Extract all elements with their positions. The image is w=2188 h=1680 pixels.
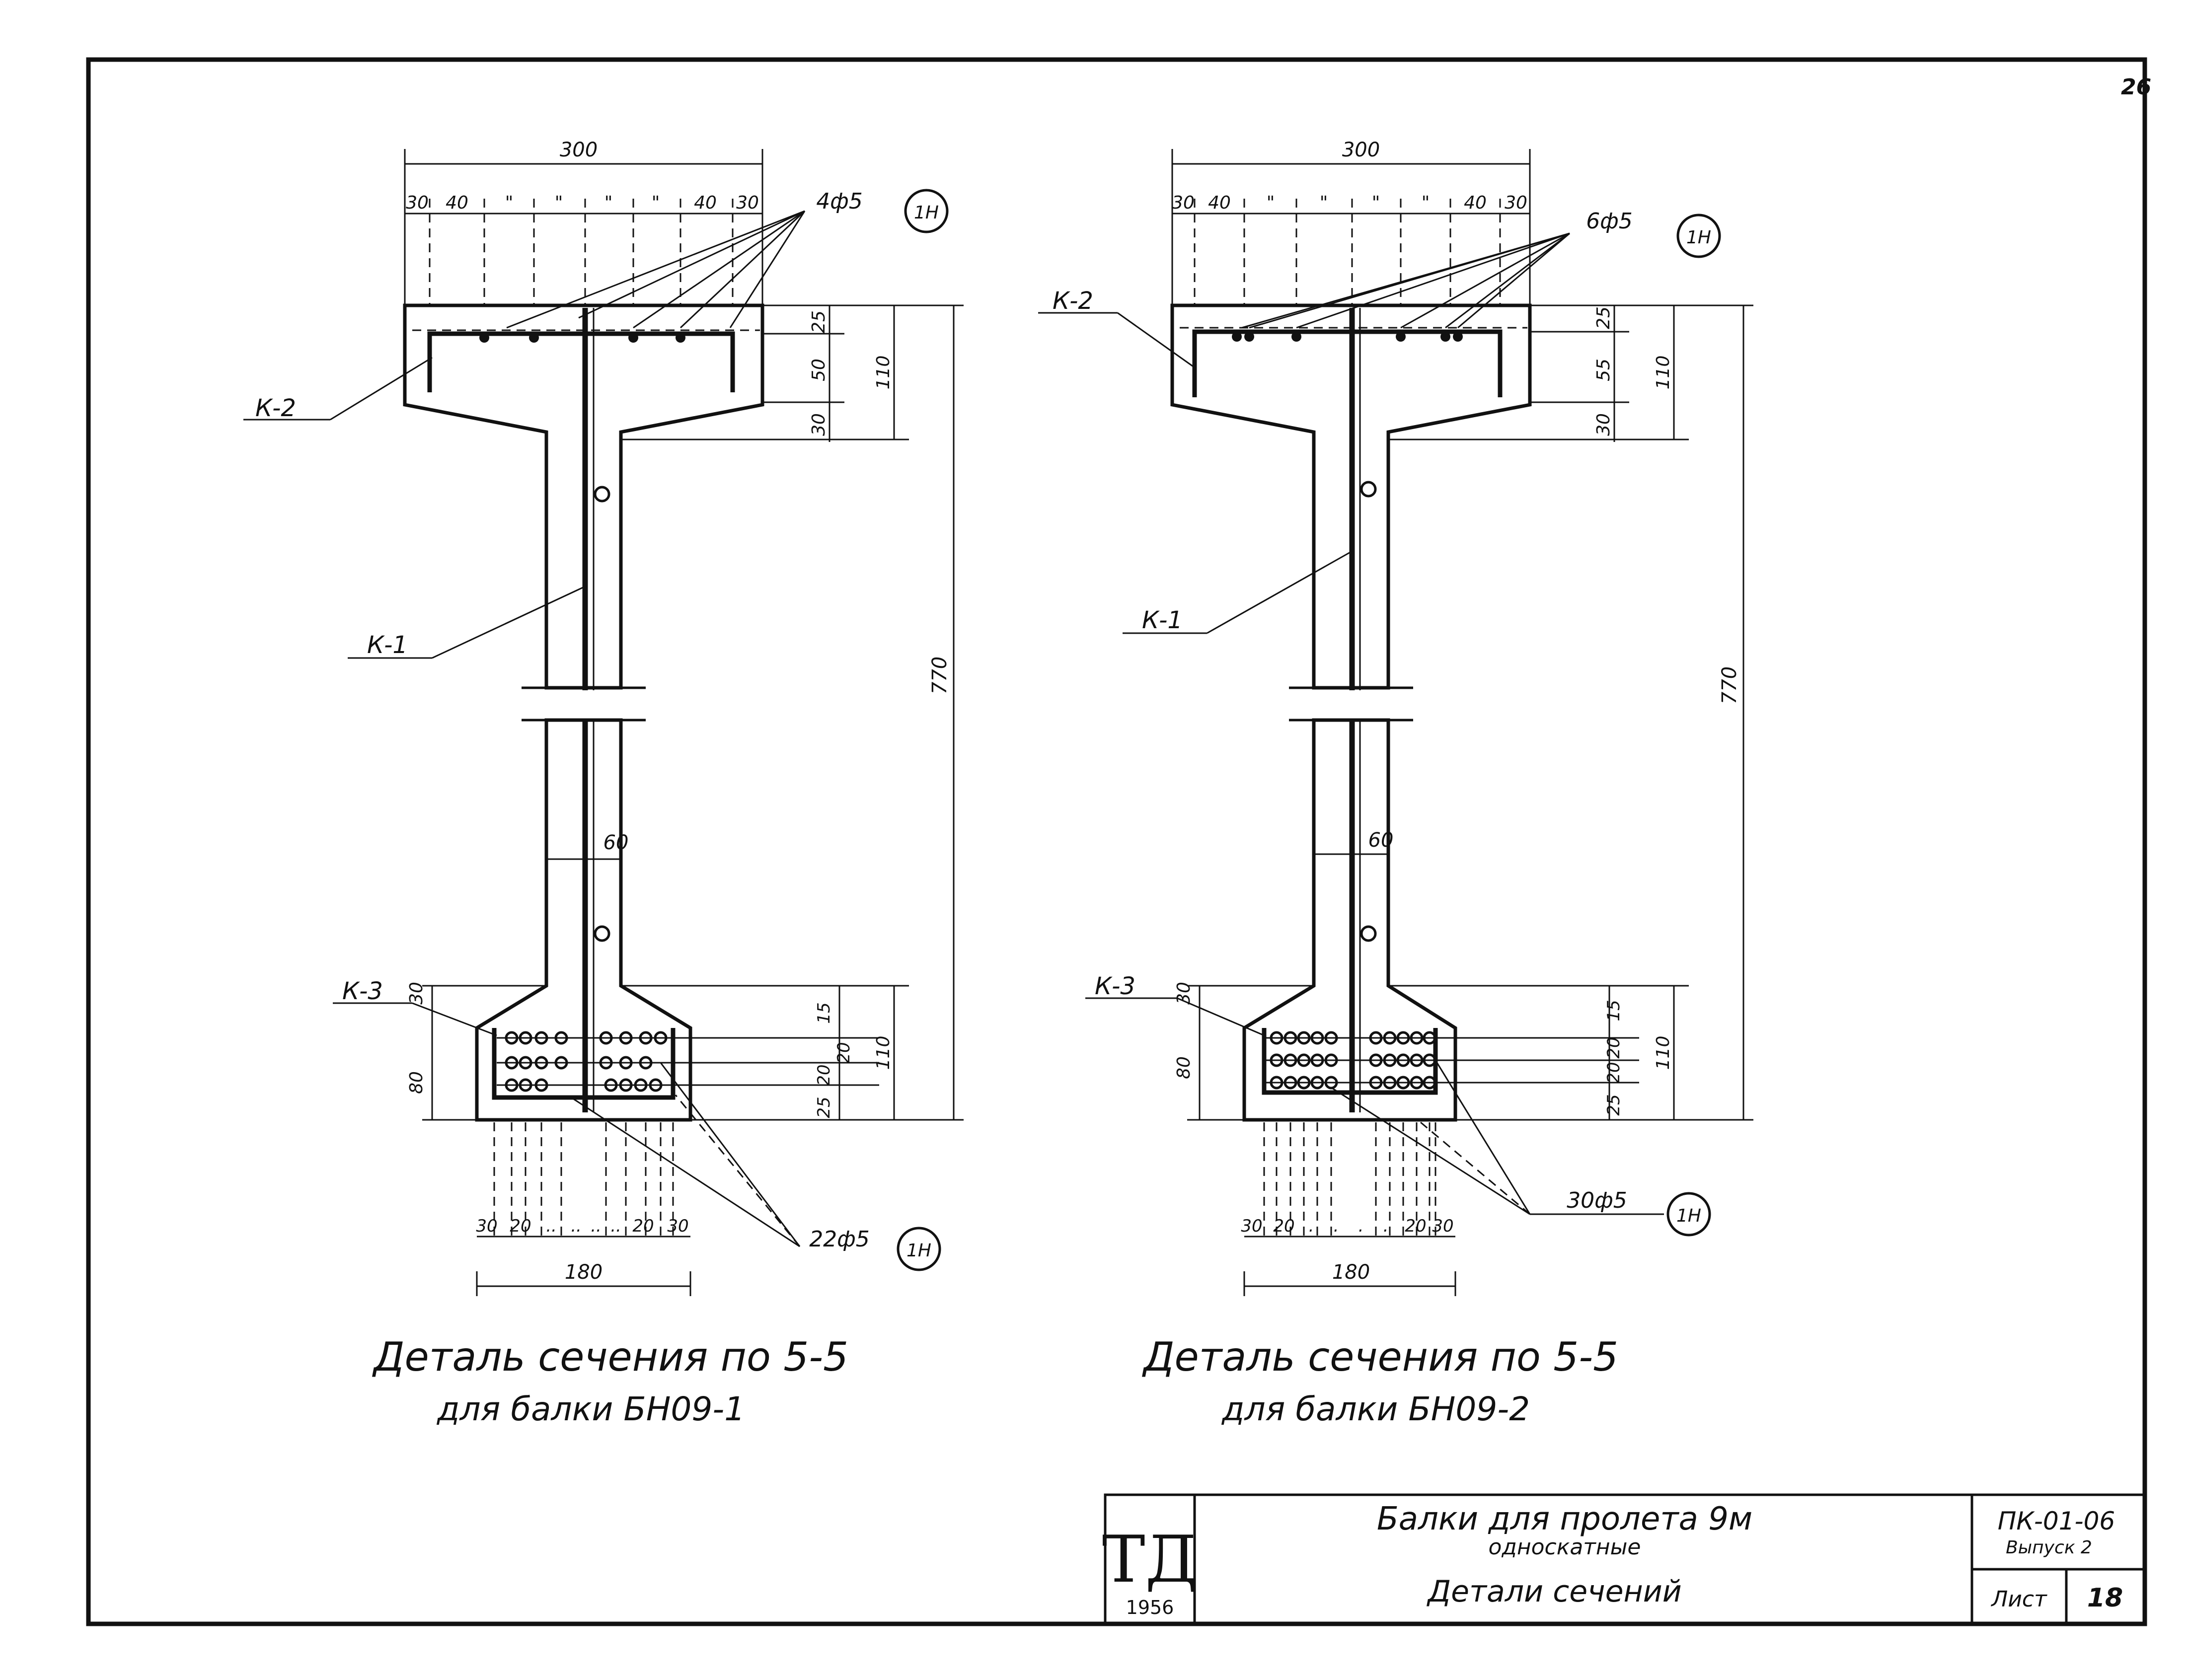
left-top-spacing-2: " xyxy=(505,193,514,213)
right-dim-30-top: 30 xyxy=(1593,413,1614,436)
right-dim-bottom-25: 25 xyxy=(1604,1094,1624,1115)
title-block-title-line1: Балки для пролета 9м xyxy=(1377,1501,1752,1537)
left-bottom-bars-callout: 22ф5 xyxy=(809,1227,870,1252)
right-bottom-spacing-0: 30 xyxy=(1241,1216,1262,1236)
right-bottom-bars-callout: 30ф5 xyxy=(1567,1188,1627,1213)
left-dim-50: 50 xyxy=(809,359,829,381)
right-bottom-spacing-2: . xyxy=(1309,1216,1314,1236)
right-overall-width: 300 xyxy=(1342,139,1380,161)
right-label-k1: К-1 xyxy=(1142,606,1183,634)
sheet-number: 26 xyxy=(2121,74,2151,100)
right-dim-55: 55 xyxy=(1593,359,1614,381)
right-detail-title-line1: Деталь сечения по 5-5 xyxy=(1142,1334,1618,1380)
title-block: ТД 1956 Балки для пролета 9м односкатные… xyxy=(1102,1493,2146,1625)
left-web-width: 60 xyxy=(604,831,629,854)
left-dim-bottom-20a: 20 xyxy=(834,1042,854,1063)
right-detail-title-line2: для балки БН09-2 xyxy=(1221,1390,1530,1428)
left-bottom-spacing-2: .. xyxy=(546,1216,557,1236)
right-top-spacing-4: " xyxy=(1372,193,1380,213)
left-overall-width: 300 xyxy=(560,139,598,161)
right-bottom-flange-height: 110 xyxy=(1653,1036,1673,1070)
right-bottom-spacing-1: 20 xyxy=(1273,1216,1294,1236)
right-top-spacing-5: " xyxy=(1422,193,1430,213)
title-block-logo: ТД xyxy=(1102,1522,1198,1597)
right-top-spacing-2: " xyxy=(1267,193,1275,213)
right-top-spacing-0: 30 xyxy=(1172,193,1195,213)
right-label-k2: К-2 xyxy=(1053,287,1093,315)
left-detail-title-line1: Деталь сечения по 5-5 xyxy=(372,1334,848,1380)
left-top-flange-height: 110 xyxy=(873,356,894,390)
right-bottom-spacing-7: 30 xyxy=(1432,1216,1453,1236)
left-bottom-bars-ref: 1Н xyxy=(906,1241,931,1261)
left-top-spacing-0: 30 xyxy=(406,193,429,213)
right-top-bars-ref: 1Н xyxy=(1686,227,1711,248)
title-block-title-line3: Детали сечений xyxy=(1426,1574,1681,1609)
right-dim-bottom-20b: 20 xyxy=(1604,1062,1624,1083)
left-detail-title-line2: для балки БН09-1 xyxy=(437,1390,745,1428)
right-web-width: 60 xyxy=(1368,829,1394,852)
left-top-spacing-4: " xyxy=(604,193,613,213)
right-bottom-spacing-3: . xyxy=(1334,1216,1339,1236)
left-bottom-width: 180 xyxy=(565,1261,603,1284)
left-top-bars-ref: 1Н xyxy=(914,203,939,223)
left-label-k3: К-3 xyxy=(342,977,383,1005)
right-bottom-bars-ref-circle xyxy=(1666,1192,1711,1237)
right-bottom-bars-ref: 1Н xyxy=(1676,1206,1701,1226)
title-block-sheet-value: 18 xyxy=(2087,1583,2123,1613)
right-top-flange-height: 110 xyxy=(1653,356,1673,390)
left-bottom-spacing-0: 30 xyxy=(476,1216,497,1236)
right-dim-bottom-80: 80 xyxy=(1174,1056,1194,1079)
right-section-detail: 300 30 40 " " " " 40 30 6ф5 1Н xyxy=(1038,139,1753,1428)
right-top-bars-callout: 6ф5 xyxy=(1586,209,1633,234)
left-bottom-spacing-5: .. xyxy=(610,1216,621,1236)
left-label-k2: К-2 xyxy=(255,394,296,422)
title-block-series: ПК-01-06 xyxy=(1998,1507,2115,1535)
left-bottom-spacing-7: 30 xyxy=(667,1216,688,1236)
left-bottom-flange-height: 110 xyxy=(873,1036,894,1070)
left-bottom-spacing-6: 20 xyxy=(632,1216,654,1236)
right-top-spacing-7: 30 xyxy=(1505,193,1527,213)
right-bottom-spacing-6: 20 xyxy=(1405,1216,1426,1236)
left-dim-25: 25 xyxy=(809,310,829,333)
right-bottom-spacing-4: . xyxy=(1358,1216,1364,1236)
left-dim-bottom-30: 30 xyxy=(406,982,427,1005)
right-total-height: 770 xyxy=(1718,666,1741,704)
right-dim-25: 25 xyxy=(1593,306,1614,329)
left-total-height: 770 xyxy=(928,657,951,694)
left-top-bars-ref-circle xyxy=(904,189,949,233)
right-bottom-spacing-5: . xyxy=(1383,1216,1389,1236)
title-block-title-line2: односкатные xyxy=(1489,1534,1641,1560)
right-label-k3: К-3 xyxy=(1095,972,1135,1000)
left-top-spacing-7: 30 xyxy=(736,193,759,213)
left-dim-bottom-20b: 20 xyxy=(814,1064,834,1086)
title-block-year: 1956 xyxy=(1126,1597,1174,1618)
title-block-sheet-label: Лист xyxy=(1990,1587,2047,1612)
right-dim-bottom-15: 15 xyxy=(1604,1000,1624,1021)
left-bottom-spacing-3: .. xyxy=(571,1216,582,1236)
title-block-issue: Выпуск 2 xyxy=(2006,1537,2092,1558)
left-section-detail: 300 30 40 " " " " 40 30 4ф5 1Н xyxy=(243,139,964,1428)
left-dim-bottom-80: 80 xyxy=(406,1071,427,1094)
right-top-bars-ref-circle xyxy=(1676,214,1721,258)
left-dim-30-top: 30 xyxy=(809,413,829,436)
left-top-spacing-5: " xyxy=(652,193,660,213)
left-top-spacing-6: 40 xyxy=(694,193,717,213)
left-bottom-spacing-4: .. xyxy=(591,1216,602,1236)
left-top-bars-callout: 4ф5 xyxy=(816,189,863,214)
right-bottom-width: 180 xyxy=(1332,1261,1370,1284)
left-label-k1: К-1 xyxy=(367,631,408,659)
right-top-spacing-1: 40 xyxy=(1208,193,1231,213)
left-bottom-spacing-1: 20 xyxy=(510,1216,531,1236)
left-top-spacing-3: " xyxy=(555,193,563,213)
left-bottom-bars-ref-circle xyxy=(897,1227,941,1271)
left-top-spacing-1: 40 xyxy=(446,193,468,213)
left-dim-bottom-25: 25 xyxy=(814,1096,834,1118)
right-top-spacing-3: " xyxy=(1320,193,1328,213)
right-top-spacing-6: 40 xyxy=(1464,193,1487,213)
left-dim-bottom-15: 15 xyxy=(814,1002,834,1023)
right-dim-bottom-20a: 20 xyxy=(1604,1037,1624,1058)
